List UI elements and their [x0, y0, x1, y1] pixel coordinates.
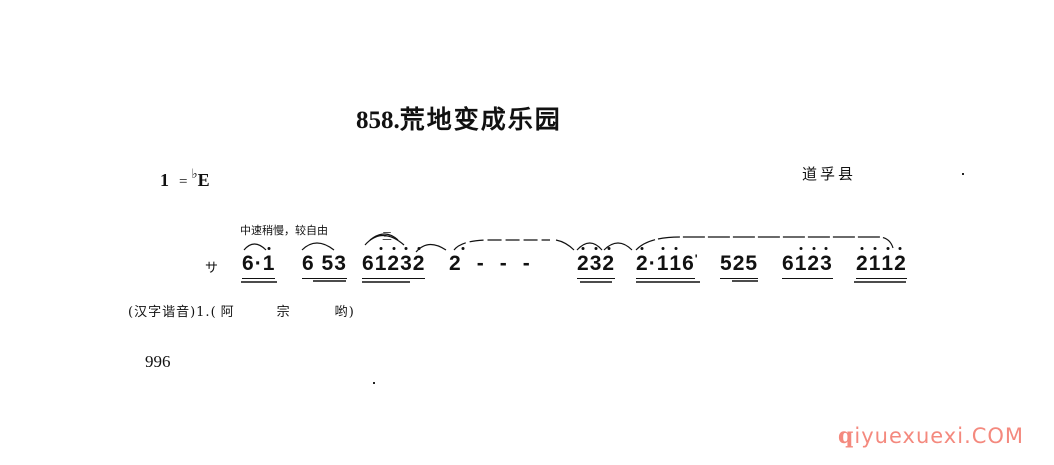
slur-icon	[364, 234, 405, 246]
slur-icon	[243, 243, 267, 251]
note-group-7: 525	[720, 252, 759, 279]
key-note: E	[197, 170, 210, 190]
slur-icon	[301, 242, 335, 251]
flat-icon: ♭	[191, 166, 198, 181]
lyric-word-1: 阿	[220, 305, 235, 320]
note-group-9: 2112	[856, 252, 907, 279]
verse-number: 1.	[196, 305, 211, 320]
note-group-3: 61232	[362, 252, 426, 279]
slur-icon	[635, 236, 894, 251]
tempo-marking: 中速稍慢，较自由	[240, 224, 328, 237]
stray-mark	[962, 173, 964, 175]
slur-icon	[555, 239, 575, 251]
song-number: 858.	[356, 107, 400, 134]
song-title: 858.荒地变成乐园	[356, 100, 562, 136]
watermark-text: iyuexuexi.COM	[854, 424, 1025, 448]
slur-icon	[576, 242, 603, 251]
triplet-mark: 三	[382, 232, 392, 243]
note-group-5: 232	[577, 252, 616, 279]
note-group-1: 6·1	[242, 252, 276, 279]
note-group-8: 6123	[782, 252, 833, 279]
key-equals: =	[179, 174, 188, 190]
lyric-word-2: 宗	[276, 305, 291, 320]
note-group-4: 2---	[449, 252, 546, 275]
lyrics-label: (汉字谐音)	[128, 305, 197, 320]
lyric-word-3: 哟	[334, 305, 349, 320]
slur-icon	[369, 233, 399, 241]
key-signature: 1 =♭E	[160, 166, 210, 191]
page-number: 996	[145, 352, 171, 371]
watermark-logo-q: q	[838, 423, 855, 449]
slur-icon	[453, 239, 550, 251]
note-group-6: 2·116'	[636, 252, 699, 279]
lyrics-line: (汉字谐音)1.(阿 宗 哟)	[128, 301, 355, 320]
note-group-2: 6 53	[302, 252, 347, 279]
free-meter-symbol: サ	[205, 261, 219, 276]
region-label: 道孚县	[802, 165, 857, 183]
key-tonic: 1	[160, 170, 169, 190]
lyrics-open-paren: (	[210, 305, 217, 320]
watermark: qiyuexuexi.COM	[838, 423, 1024, 449]
lyrics-close-paren: )	[348, 305, 355, 320]
song-title-text: 荒地变成乐园	[399, 105, 562, 134]
stray-mark	[373, 382, 375, 384]
